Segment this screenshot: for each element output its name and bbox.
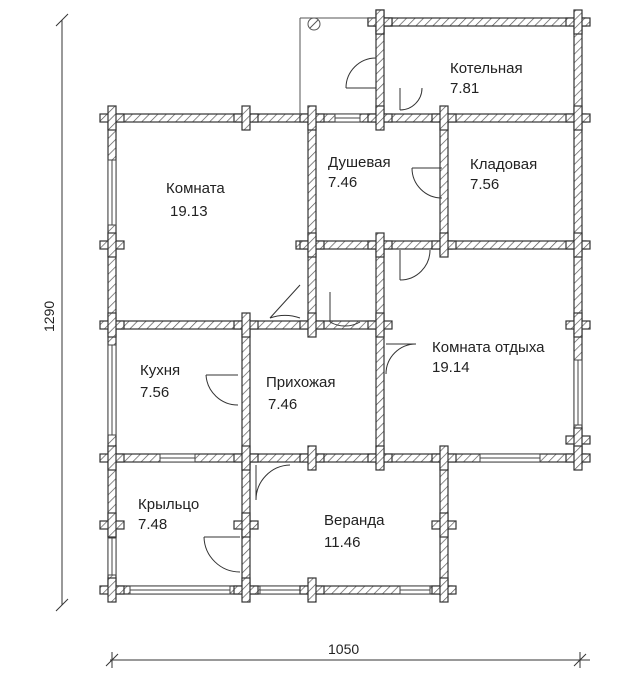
dimension-width: 1050 [328,641,360,657]
log-end [439,512,449,538]
log-end [107,105,117,131]
door-swing [329,321,361,327]
room-name-room: Комната [166,180,225,197]
room-name-lounge: Комната отдыха [432,339,545,356]
door-swing [205,374,239,406]
windows [107,113,583,595]
room-name-pantry: Кладовая [470,156,538,173]
log-end [375,232,385,258]
door-leaf [269,284,301,319]
log-end [439,577,449,603]
log-end [573,9,583,35]
room-name-porch: Крыльцо [138,496,200,513]
log-joints [99,9,591,603]
log-end [439,445,449,471]
door-swing [411,167,443,199]
wall-segment [375,240,385,465]
room-area-veranda: 11.46 [324,534,361,551]
door-swing [345,57,377,89]
room-area-hall: 7.46 [268,396,298,413]
log-end [307,445,317,471]
room-area-boiler: 7.81 [450,80,480,97]
dimension-lines [55,13,590,668]
log-end [375,312,385,338]
log-end [573,445,583,471]
room-name-boiler: Котельная [450,60,523,77]
wall-segment [373,17,587,27]
door-swing [255,464,291,501]
log-end [241,577,251,603]
door-swing [269,314,301,319]
door-swing [399,87,423,111]
room-name-shower: Душевая [328,154,391,171]
room-name-hall: Прихожая [266,374,336,391]
door-swing [399,249,431,281]
wall-segment [307,113,317,335]
log-end [241,445,251,471]
room-area-shower: 7.46 [328,174,358,191]
log-end [241,312,251,338]
door-swing [203,536,241,573]
log-end [439,232,449,258]
log-end [573,105,583,131]
room-name-veranda: Веранда [324,512,385,529]
log-end [375,9,385,35]
log-end [241,512,251,538]
log-end [439,105,449,131]
wall-segment [443,240,587,250]
boiler-outline [299,17,376,115]
log-end [241,105,251,131]
room-area-room: 19.13 [170,203,208,220]
wall-segment [241,320,251,465]
log-end [307,105,317,131]
log-end [107,512,117,538]
log-end [307,232,317,258]
room-area-pantry: 7.56 [470,176,500,193]
room-name-kitchen: Кухня [140,362,181,379]
log-end [375,445,385,471]
room-area-lounge: 19.14 [432,359,470,376]
log-end [307,312,317,338]
log-end [107,577,117,603]
log-end [107,312,117,338]
dimension-height: 1290 [41,300,57,332]
room-area-kitchen: 7.56 [140,384,170,401]
log-end [573,312,583,338]
room-area-porch: 7.48 [138,516,168,533]
log-end [573,232,583,258]
log-end [307,577,317,603]
door-swing [385,343,417,375]
log-end [107,232,117,258]
log-end [107,445,117,471]
doors [203,57,443,573]
log-end [375,105,385,131]
